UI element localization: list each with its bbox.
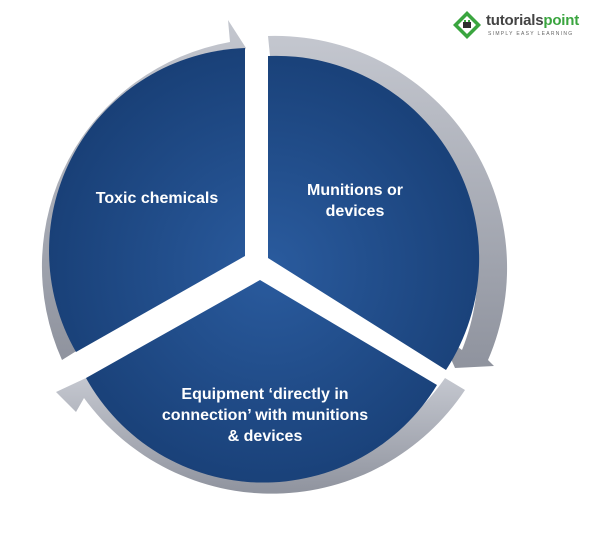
arrow-bottom-to-left	[56, 378, 465, 494]
segment-toxic-chemicals	[49, 48, 246, 352]
logo-brand-main: tutorials	[486, 12, 544, 29]
label-toxic-chemicals-text: Toxic chemicals	[95, 190, 219, 207]
label-equipment: Equipment ‘directly in connection’ with …	[161, 386, 369, 445]
label-munitions: Munitions or devices	[307, 182, 403, 220]
logo-wordmark: tutorialspoint	[486, 12, 579, 29]
label-toxic-chemicals: Toxic chemicals	[72, 188, 242, 209]
segment-munitions	[268, 55, 480, 371]
arrow-top-to-right	[268, 35, 508, 368]
logo-tagline: SIMPLY EASY LEARNING	[488, 31, 574, 37]
segment-equipment	[86, 280, 437, 483]
logo-icon	[453, 11, 481, 39]
tutorialspoint-logo: tutorialspoint SIMPLY EASY LEARNING	[450, 10, 590, 44]
logo-brand-accent: point	[543, 12, 580, 29]
